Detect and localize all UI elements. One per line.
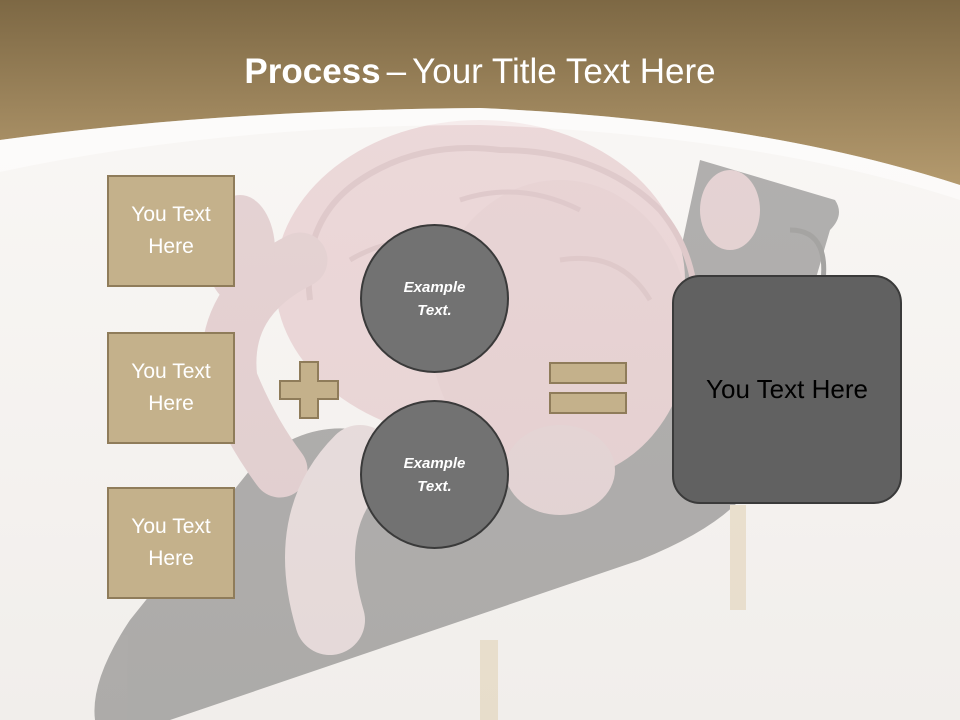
slide-title: Process–Your Title Text Here (0, 52, 960, 92)
title-rest: Your Title Text Here (412, 52, 716, 91)
equals-icon (549, 362, 627, 414)
text-box-1[interactable]: You Text Here (107, 175, 235, 287)
title-separator: – (386, 52, 407, 91)
header-band (0, 0, 960, 200)
title-bold-part: Process (244, 52, 381, 91)
example-circle-2[interactable]: Example Text. (360, 400, 509, 549)
plus-icon (279, 361, 339, 419)
text-box-3[interactable]: You Text Here (107, 487, 235, 599)
example-circle-1[interactable]: Example Text. (360, 224, 509, 373)
result-box[interactable]: You Text Here (672, 275, 902, 504)
text-box-2[interactable]: You Text Here (107, 332, 235, 444)
